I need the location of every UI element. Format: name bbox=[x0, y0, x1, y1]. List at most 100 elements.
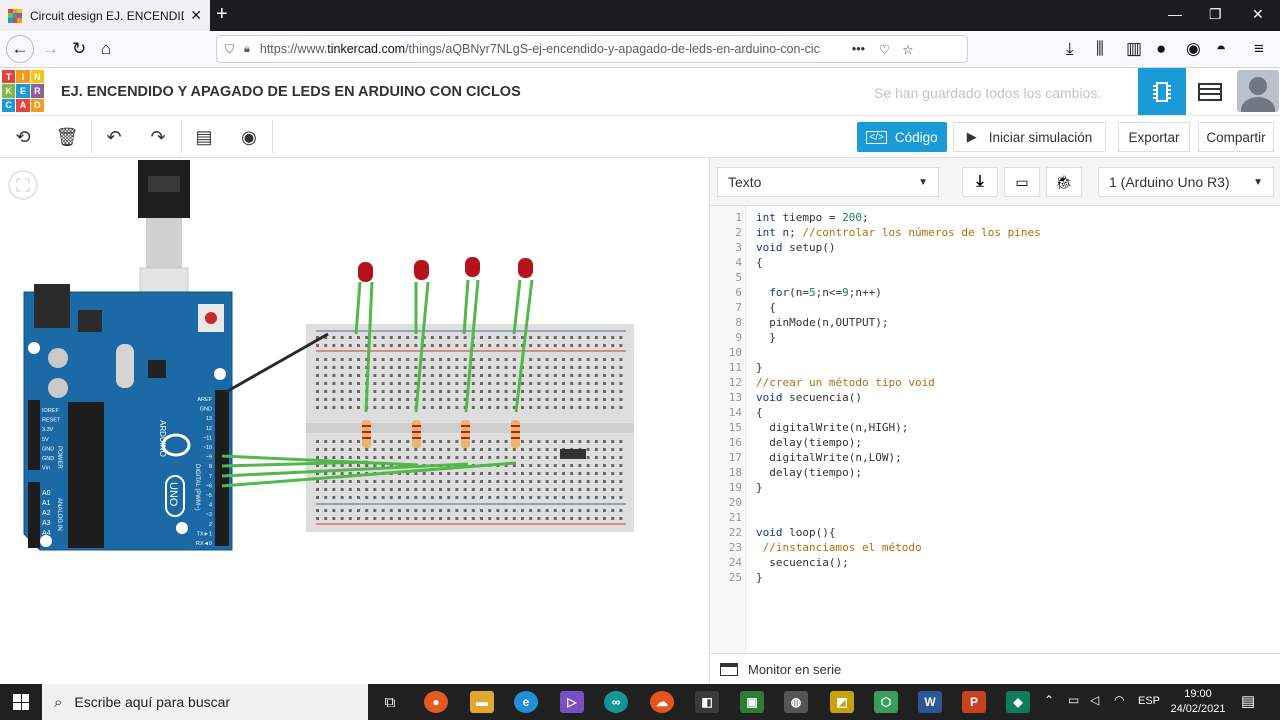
taskbar-search[interactable]: ⌕Escribe aquí para buscar bbox=[42, 684, 368, 720]
app-icon[interactable]: ◧ bbox=[695, 691, 719, 713]
component-list-button[interactable] bbox=[1186, 68, 1234, 115]
code-line[interactable]: 12//crear un método tipo void bbox=[710, 375, 1280, 390]
headset-extension-icon[interactable]: ◓ bbox=[1216, 39, 1227, 58]
visual-studio-icon[interactable]: ▷ bbox=[560, 691, 584, 713]
language-indicator[interactable]: ESP bbox=[1138, 695, 1161, 707]
code-mode-select[interactable]: Texto▼ bbox=[717, 167, 939, 197]
breadboard-hole bbox=[381, 464, 385, 467]
library-icon[interactable]: ⫼ bbox=[1096, 39, 1104, 58]
word-icon[interactable]: W bbox=[918, 691, 942, 713]
minimize-icon[interactable]: — bbox=[1168, 6, 1182, 22]
undo-icon[interactable]: ↶ bbox=[106, 126, 122, 147]
device-select[interactable]: 1 (Arduino Uno R3)▼ bbox=[1098, 167, 1274, 197]
fit-view-button[interactable] bbox=[8, 170, 38, 200]
page-actions-icon[interactable]: ••• bbox=[851, 42, 866, 56]
volume-icon[interactable]: ◁ bbox=[1090, 693, 1100, 707]
tinkercad-logo[interactable]: T I N K E R C A D bbox=[2, 70, 44, 112]
windows-start-icon[interactable] bbox=[13, 694, 29, 710]
circuit-view-button[interactable] bbox=[1138, 68, 1186, 115]
share-button[interactable]: Compartir bbox=[1198, 122, 1274, 152]
trash-icon[interactable]: 🗑︎ bbox=[55, 126, 79, 147]
code-line[interactable]: 23 //instanciamos el método bbox=[710, 540, 1280, 555]
home-icon[interactable]: ⌂ bbox=[101, 39, 112, 58]
close-tab-icon[interactable]: ✕ bbox=[190, 7, 202, 23]
firefox-icon[interactable]: ● bbox=[424, 691, 448, 713]
code-line[interactable]: 4{ bbox=[710, 255, 1280, 270]
code-line[interactable]: 16 delay(tiempo); bbox=[710, 435, 1280, 450]
pocket-icon[interactable]: ♡ bbox=[879, 42, 891, 57]
start-simulation-button[interactable]: ▶Iniciar simulación bbox=[953, 122, 1106, 152]
code-line[interactable]: 21 bbox=[710, 510, 1280, 525]
code-line[interactable]: 11} bbox=[710, 360, 1280, 375]
bookmark-star-icon[interactable]: ☆ bbox=[902, 42, 914, 57]
code-line[interactable]: 9 } bbox=[710, 330, 1280, 345]
arduino-ide-icon[interactable]: ∞ bbox=[604, 691, 628, 713]
menu-icon[interactable]: ≡ bbox=[1254, 39, 1264, 58]
battery-icon[interactable]: ▭ bbox=[1068, 693, 1080, 707]
app-icon[interactable]: ◆ bbox=[1006, 691, 1030, 713]
app-icon[interactable]: ◩ bbox=[830, 691, 854, 713]
code-line[interactable]: 19} bbox=[710, 480, 1280, 495]
code-line[interactable]: 5 bbox=[710, 270, 1280, 285]
powerpoint-icon[interactable]: P bbox=[962, 691, 986, 713]
code-line[interactable]: 6 for(n=5;n<=9;n++) bbox=[710, 285, 1280, 300]
url-text[interactable]: https://www.tinkercad.com/things/aQBNyr7… bbox=[259, 42, 820, 56]
breadboard-hole bbox=[373, 456, 377, 459]
code-line[interactable]: 17 digitalWrite(n,LOW); bbox=[710, 450, 1280, 465]
app-icon[interactable]: ◍ bbox=[784, 691, 808, 713]
rotate-icon[interactable]: ⟲ bbox=[15, 126, 31, 147]
download-icon[interactable]: ⤓ bbox=[1066, 39, 1074, 58]
edge-icon[interactable]: e bbox=[514, 691, 538, 713]
new-tab-button[interactable]: + bbox=[216, 3, 228, 25]
code-line[interactable]: 25} bbox=[710, 570, 1280, 585]
code-line[interactable]: 24 secuencia(); bbox=[710, 555, 1280, 570]
tray-chevron-icon[interactable]: ⌃ bbox=[1044, 693, 1055, 707]
libraries-button[interactable]: ▭ bbox=[1004, 167, 1040, 197]
code-line[interactable]: 14{ bbox=[710, 405, 1280, 420]
photos-icon[interactable]: ▣ bbox=[740, 691, 764, 713]
browser-tab[interactable]: Circuit design EJ. ENCENDIDO Y APAGADO D… bbox=[0, 0, 210, 31]
address-bar[interactable]: ⛉ 🔒︎ https://www.tinkercad.com/things/aQ… bbox=[216, 35, 968, 63]
file-explorer-icon[interactable]: ▬ bbox=[470, 691, 494, 713]
back-icon[interactable]: ← bbox=[6, 35, 34, 63]
lock-icon[interactable]: 🔒︎ bbox=[244, 42, 250, 55]
eye-icon[interactable]: ◉ bbox=[241, 126, 257, 147]
task-view-icon[interactable]: ⧉ bbox=[384, 693, 396, 711]
sidebar-icon[interactable]: ▥ bbox=[1126, 39, 1143, 58]
notifications-icon[interactable]: ▤ bbox=[1241, 693, 1256, 710]
account-icon[interactable]: ◉ bbox=[1186, 39, 1201, 58]
network-icon[interactable]: ◠ bbox=[1114, 693, 1125, 707]
code-button[interactable]: </>Código bbox=[857, 122, 947, 152]
app-icon[interactable]: ⬡ bbox=[874, 691, 898, 713]
circuit-canvas[interactable]: ARDUINO UNO DIGITAL (PWM~) ANALOG IN POW… bbox=[0, 158, 709, 684]
forward-icon[interactable]: → bbox=[42, 39, 59, 58]
breadboard-hole bbox=[553, 406, 557, 409]
extension-icon[interactable]: ● bbox=[1156, 39, 1167, 58]
code-line[interactable]: 18 delay(tiempo); bbox=[710, 465, 1280, 480]
reload-icon[interactable]: ↻ bbox=[72, 39, 87, 58]
serial-monitor-toggle[interactable]: Monitor en serie bbox=[710, 653, 1280, 684]
debugger-button[interactable]: 🐞︎ bbox=[1046, 167, 1082, 197]
notes-icon[interactable]: ▤ bbox=[195, 126, 213, 147]
code-line[interactable]: 7 { bbox=[710, 300, 1280, 315]
download-code-button[interactable]: ⤓ bbox=[962, 167, 998, 197]
design-title[interactable]: EJ. ENCENDIDO Y APAGADO DE LEDS EN ARDUI… bbox=[61, 84, 521, 100]
close-window-icon[interactable]: ✕ bbox=[1252, 6, 1264, 22]
code-line[interactable]: 15 digitalWrite(n,HIGH); bbox=[710, 420, 1280, 435]
avatar[interactable] bbox=[1237, 70, 1279, 112]
redo-icon[interactable]: ↷ bbox=[150, 126, 166, 147]
shield-icon[interactable]: ⛉ bbox=[225, 41, 235, 56]
restore-icon[interactable]: ❐ bbox=[1209, 6, 1222, 22]
code-line[interactable]: 10 bbox=[710, 345, 1280, 360]
code-line[interactable]: 20 bbox=[710, 495, 1280, 510]
cloud-app-icon[interactable]: ☁︎ bbox=[650, 691, 674, 713]
code-line[interactable]: 8 pinMode(n,OUTPUT); bbox=[710, 315, 1280, 330]
export-button[interactable]: Exportar bbox=[1118, 122, 1190, 152]
